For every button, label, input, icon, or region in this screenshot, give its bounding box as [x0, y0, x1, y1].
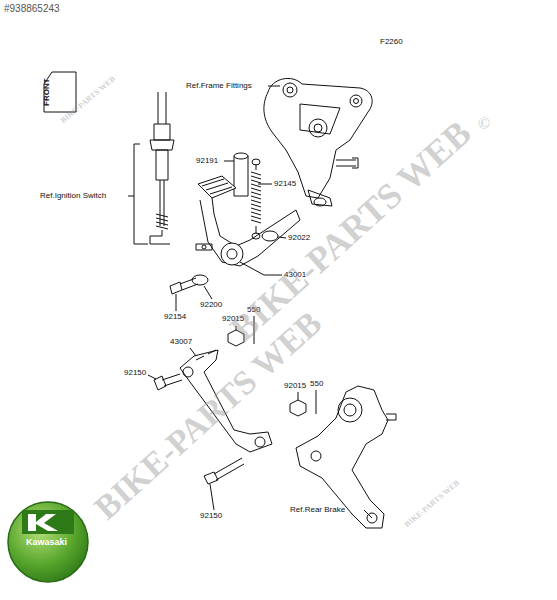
callout-number: 92015: [284, 382, 306, 390]
reference-label: Ref.Ignition Switch: [40, 192, 106, 200]
callout-number: 43007: [170, 338, 192, 346]
figure-code: F2260: [380, 38, 403, 46]
watermark: ©: [478, 116, 490, 132]
bracket: [128, 144, 148, 244]
washer: [192, 275, 208, 285]
reference-label: Ref.Rear Brake: [290, 506, 345, 514]
brake-switch: [150, 92, 174, 244]
watermark: BIKE-PARTS WEB: [89, 305, 328, 525]
brand-name: Kawasaki: [26, 538, 67, 547]
callout-number: 92191: [196, 157, 218, 165]
watermark: BIKE-PARTS WEB: [224, 114, 477, 347]
brake-pedal: [196, 176, 300, 266]
callout-number: 92022: [288, 234, 310, 242]
kawasaki-logo: [8, 502, 88, 582]
callout-number: 92150: [124, 369, 146, 377]
image-id: #938865243: [4, 4, 60, 14]
washer: [262, 231, 278, 241]
reference-label: Ref.Frame Fittings: [186, 82, 252, 90]
front-arrow: [44, 72, 76, 112]
bolt: [154, 374, 182, 390]
front-mark: FRONT: [43, 78, 51, 106]
callout-number: 92200: [200, 301, 222, 309]
watermark: BIKE-PARTS WEB: [403, 479, 461, 529]
callout-number: 92154: [164, 313, 186, 321]
bolt: [204, 458, 244, 484]
bolt: [170, 278, 198, 294]
frame-fitting: [264, 78, 372, 206]
callout-number: 92150: [200, 512, 222, 520]
callout-number: 550: [310, 380, 323, 388]
cotter-pin: [316, 396, 317, 414]
nut: [290, 400, 306, 416]
return-spring: [251, 159, 261, 239]
callout-number: 92145: [274, 180, 296, 188]
sleeve: [234, 153, 248, 196]
